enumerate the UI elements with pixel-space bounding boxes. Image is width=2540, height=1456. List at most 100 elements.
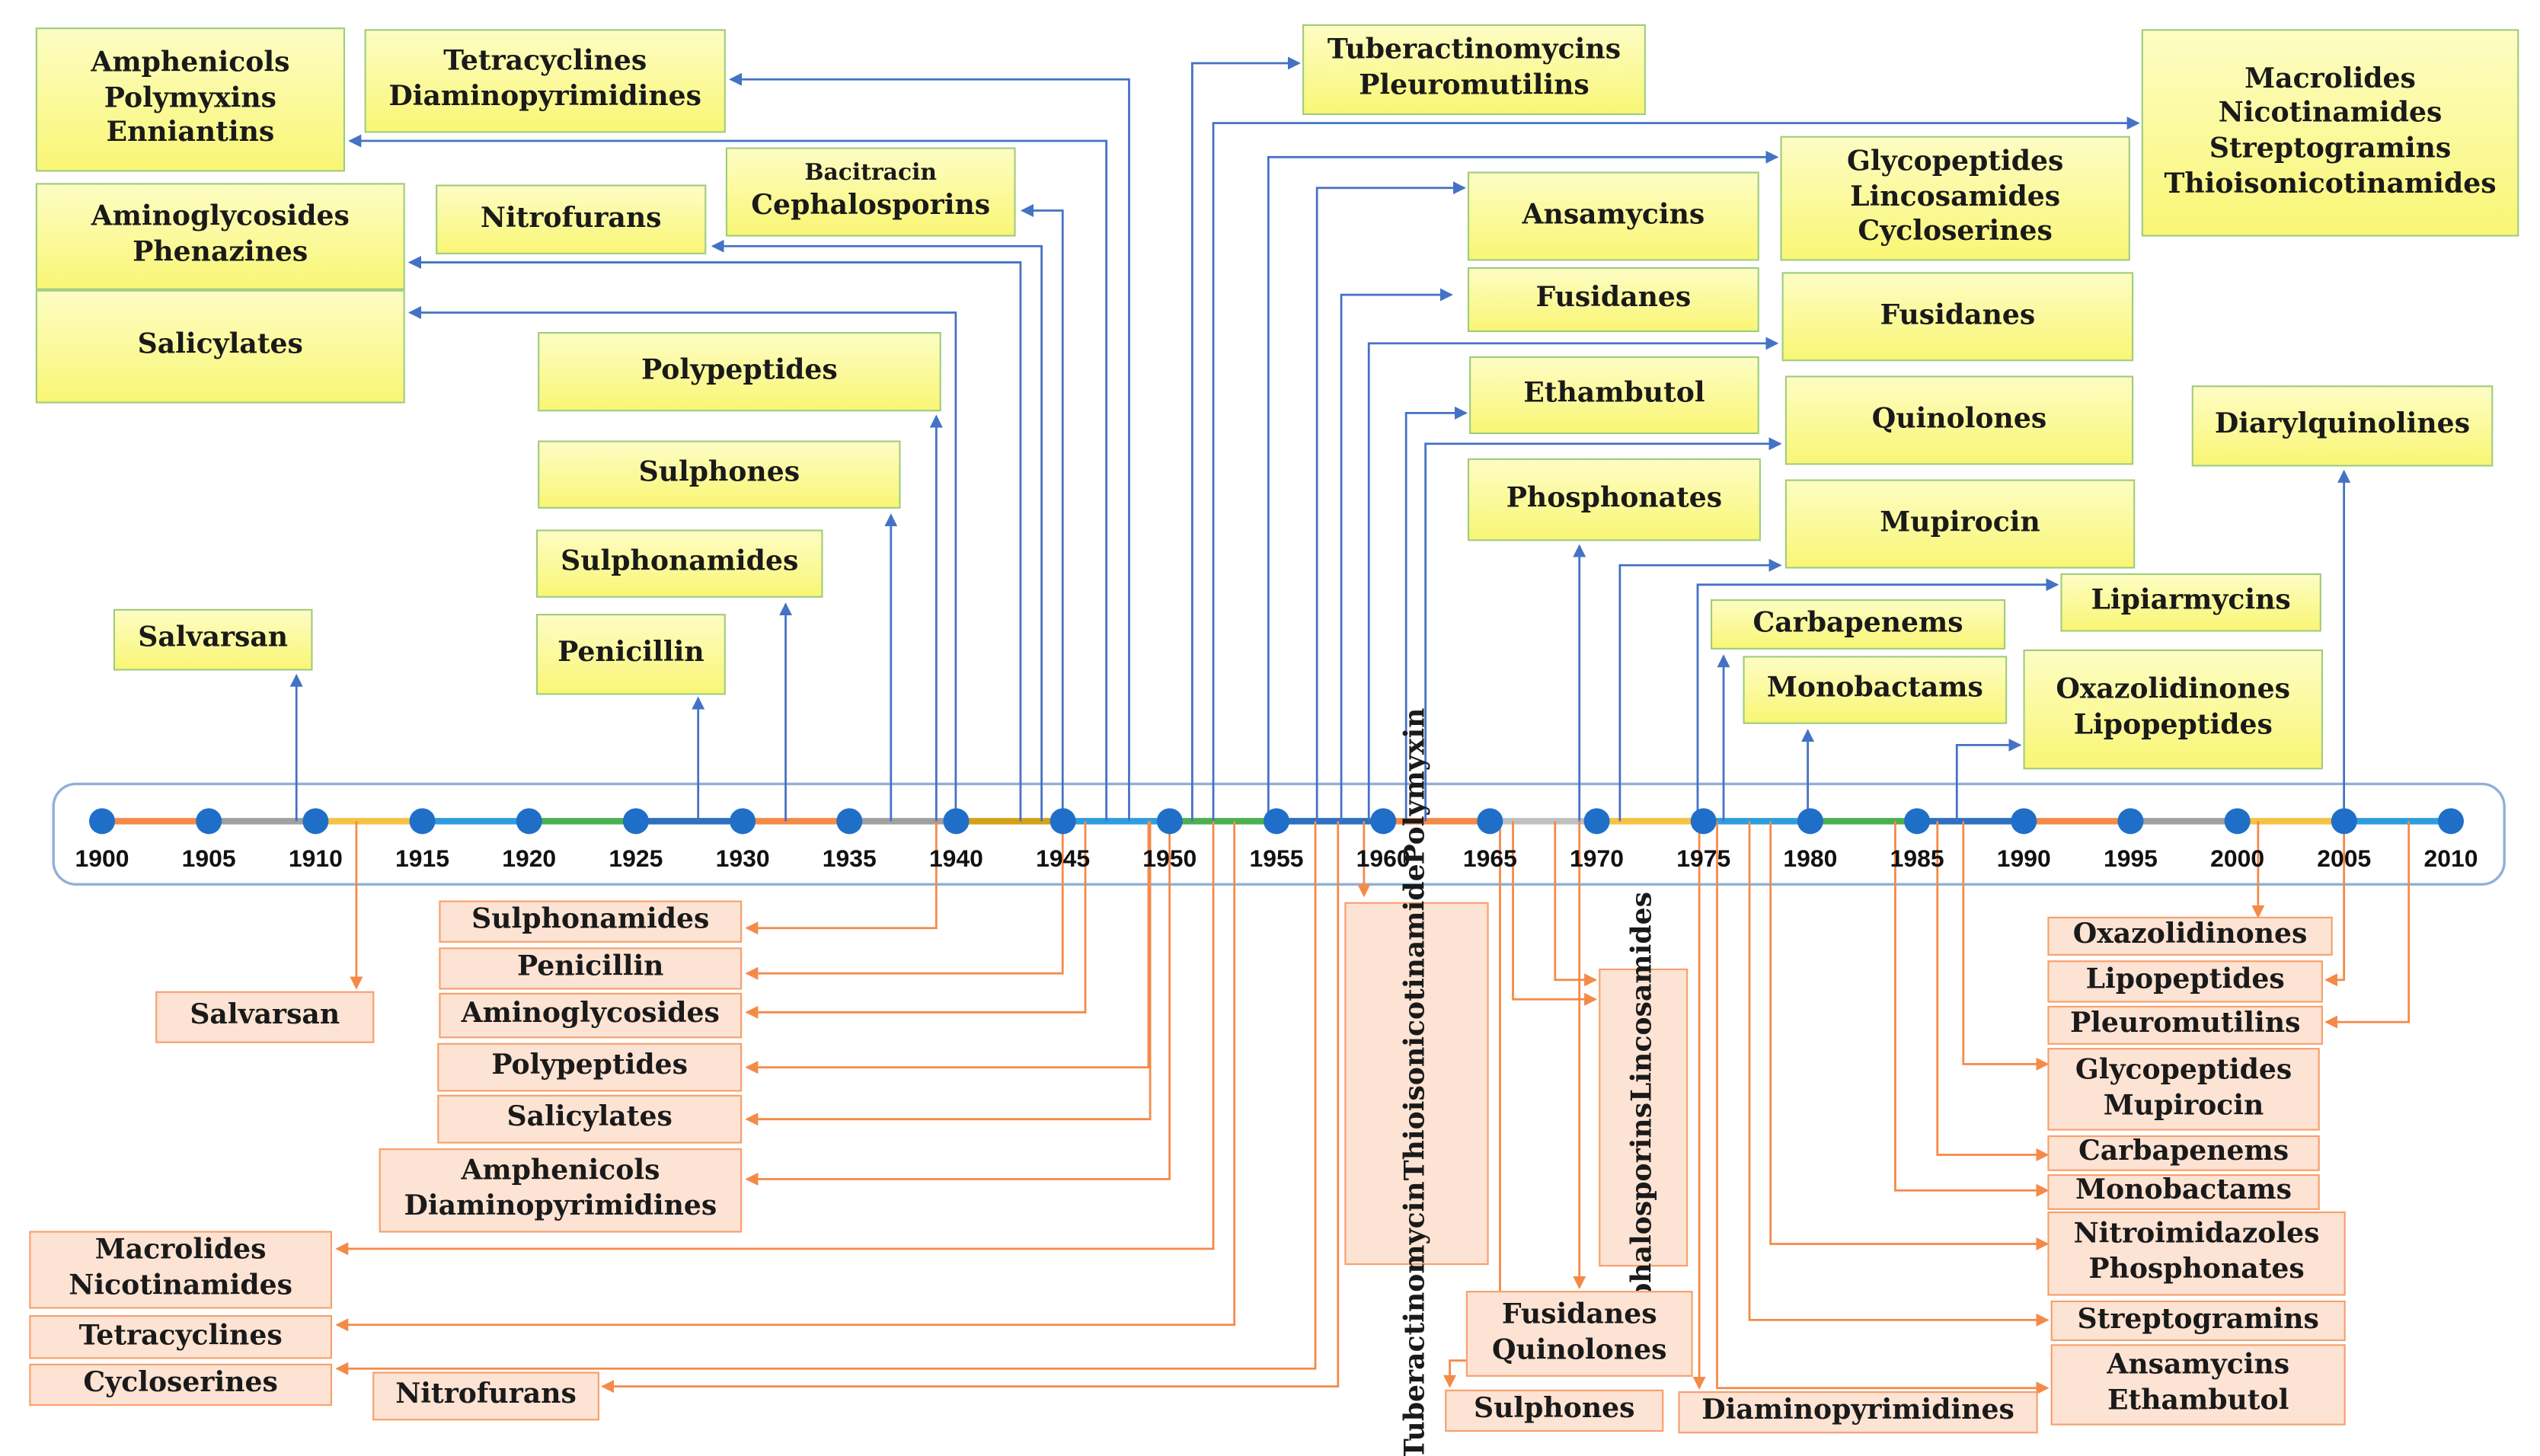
year-dot	[1263, 808, 1290, 835]
discovery-phosphonates: Phosphonates	[1467, 458, 1761, 541]
year-label: 1980	[1783, 845, 1838, 873]
discovery-label: Polypeptides	[641, 353, 838, 387]
discovery-mupirocin: Mupirocin	[1784, 479, 2136, 569]
resistance-aminoglycosides: Aminoglycosides	[439, 992, 743, 1039]
resistance-tuberactinomycin: Tuberactinomycin Thioisonicotinamide Pol…	[1344, 708, 1489, 1456]
discovery-label: Tetracyclines	[443, 46, 647, 78]
year-dot	[2011, 808, 2037, 835]
resistance-label: Nitrofurans	[395, 1378, 577, 1411]
discovery-oxazolidinones: Oxazolidinones Lipopeptides	[2023, 649, 2323, 770]
year-dot	[302, 808, 329, 835]
discovery-monobactams: Monobactams	[1743, 656, 2008, 724]
discovery-glycopeptides: Glycopeptides Lincosamides Cycloserines	[1780, 136, 2130, 261]
resistance-label: Nitroimidazoles	[2073, 1218, 2320, 1251]
discovery-label: Quinolones	[1871, 402, 2047, 436]
discovery-label: Lipiarmycins	[2091, 585, 2291, 618]
discovery-label: Nitrofurans	[480, 202, 662, 235]
discovery-label: Phosphonates	[1506, 482, 1723, 515]
resistance-streptogramins: Streptogramins	[2050, 1300, 2346, 1342]
resistance-label: Lincosamides	[1625, 892, 1659, 1103]
discovery-label: Monobactams	[1766, 672, 1983, 705]
resistance-label: Penicillin	[516, 950, 664, 984]
year-label: 2005	[2317, 845, 2372, 873]
year-label: 1945	[1036, 845, 1091, 873]
year-dot	[1904, 808, 1931, 835]
resistance-label: Diaminopyrimidines	[404, 1190, 717, 1223]
discovery-ansamycins: Ansamycins	[1467, 171, 1759, 261]
discovery-label: Salicylates	[137, 329, 303, 362]
resistance-pleuromutilins: Pleuromutilins	[2047, 1005, 2323, 1045]
year-dot	[730, 808, 756, 835]
discovery-sulphonamides: Sulphonamides	[536, 529, 823, 598]
year-dot	[1797, 808, 1823, 835]
discovery-macrolides: Macrolides Nicotinamides Streptogramins …	[2141, 29, 2519, 237]
discovery-salvarsan: Salvarsan	[113, 608, 313, 671]
resistance-glycopeptides: Glycopeptides Mupirocin	[2047, 1048, 2320, 1131]
year-label: 1920	[502, 845, 557, 873]
discovery-penicillin: Penicillin	[536, 614, 726, 695]
resistance-label: Cycloserines	[83, 1367, 278, 1400]
resistance-label: Mupirocin	[2103, 1089, 2264, 1122]
discovery-amphenicols: Amphenicols Polymyxins Enniantins	[35, 27, 346, 172]
resistance-tetracyclines: Tetracyclines	[29, 1315, 333, 1359]
discovery-label: Cycloserines	[1858, 216, 2053, 249]
discovery-label: Tuberactinomycins	[1327, 34, 1621, 67]
year-label: 1960	[1356, 845, 1411, 873]
resistance-label: Polymyxin	[1398, 707, 1432, 865]
year-label: 2010	[2423, 845, 2478, 873]
year-dot	[1156, 808, 1183, 835]
discovery-label: Carbapenems	[1752, 606, 1963, 640]
resistance-diaminopyrimidines: Diaminopyrimidines	[1678, 1391, 2038, 1434]
resistance-fusidanes: Fusidanes Quinolones	[1465, 1291, 1693, 1377]
timeline-frame	[52, 782, 2506, 886]
resistance-sulphones: Sulphones	[1445, 1389, 1664, 1432]
discovery-polypeptides: Polypeptides	[538, 332, 941, 412]
discovery-label: Ansamycins	[1522, 198, 1705, 231]
resistance-label: Carbapenems	[2078, 1135, 2289, 1168]
year-dot	[2331, 808, 2357, 835]
discovery-label: Aminoglycosides	[91, 201, 350, 234]
resistance-cephalosporins: Cephalosporins Lincosamides	[1599, 893, 1689, 1343]
resistance-label: Quinolones	[1492, 1333, 1667, 1367]
discovery-label: Fusidanes	[1535, 282, 1692, 315]
year-dot	[1050, 808, 1076, 835]
year-label: 1940	[928, 845, 983, 873]
year-label: 1935	[822, 845, 877, 873]
resistance-label: Ethambutol	[2107, 1384, 2289, 1418]
discovery-label: Oxazolidinones	[2056, 674, 2291, 707]
discovery-label: Lipopeptides	[2073, 709, 2273, 742]
year-dot	[1477, 808, 1503, 835]
resistance-label: Monobactams	[2075, 1174, 2292, 1207]
resistance-label: Tuberactinomycin	[1398, 1181, 1432, 1456]
discovery-label: Diarylquinolines	[2214, 408, 2471, 441]
discovery-label: Streptogramins	[2209, 133, 2452, 165]
year-label: 1930	[715, 845, 770, 873]
resistance-salvarsan: Salvarsan	[155, 991, 375, 1043]
resistance-polypeptides: Polypeptides	[437, 1043, 743, 1092]
year-label: 1970	[1570, 845, 1625, 873]
year-dot	[1690, 808, 1717, 835]
resistance-nitroimidazoles: Nitroimidazoles Phosphonates	[2047, 1211, 2346, 1296]
resistance-label: Fusidanes	[1501, 1298, 1657, 1331]
year-dot	[2437, 808, 2465, 835]
resistance-monobactams: Monobactams	[2047, 1174, 2320, 1210]
discovery-label: Penicillin	[558, 637, 704, 669]
resistance-label: Streptogramins	[2077, 1303, 2319, 1336]
resistance-label: Sulphonamides	[471, 904, 710, 937]
discovery-label: Mupirocin	[1880, 506, 2040, 539]
discovery-label: Sulphones	[638, 457, 800, 490]
discovery-connectors	[289, 56, 2351, 822]
year-dot	[622, 808, 649, 835]
resistance-cycloserines: Cycloserines	[29, 1363, 333, 1407]
resistance-salicylates: Salicylates	[437, 1094, 743, 1144]
year-dot	[2117, 808, 2144, 835]
resistance-label: Ansamycins	[2107, 1349, 2290, 1382]
resistance-label: Pleuromutilins	[2069, 1007, 2301, 1040]
discovery-label: Thioisonicotinamides	[2164, 168, 2497, 201]
resistance-carbapenems: Carbapenems	[2047, 1135, 2320, 1171]
discovery-label: Nicotinamides	[2218, 97, 2443, 130]
discovery-tuberactinomycins: Tuberactinomycins Pleuromutilins	[1302, 24, 1646, 116]
resistance-label: Sulphones	[1474, 1393, 1635, 1426]
